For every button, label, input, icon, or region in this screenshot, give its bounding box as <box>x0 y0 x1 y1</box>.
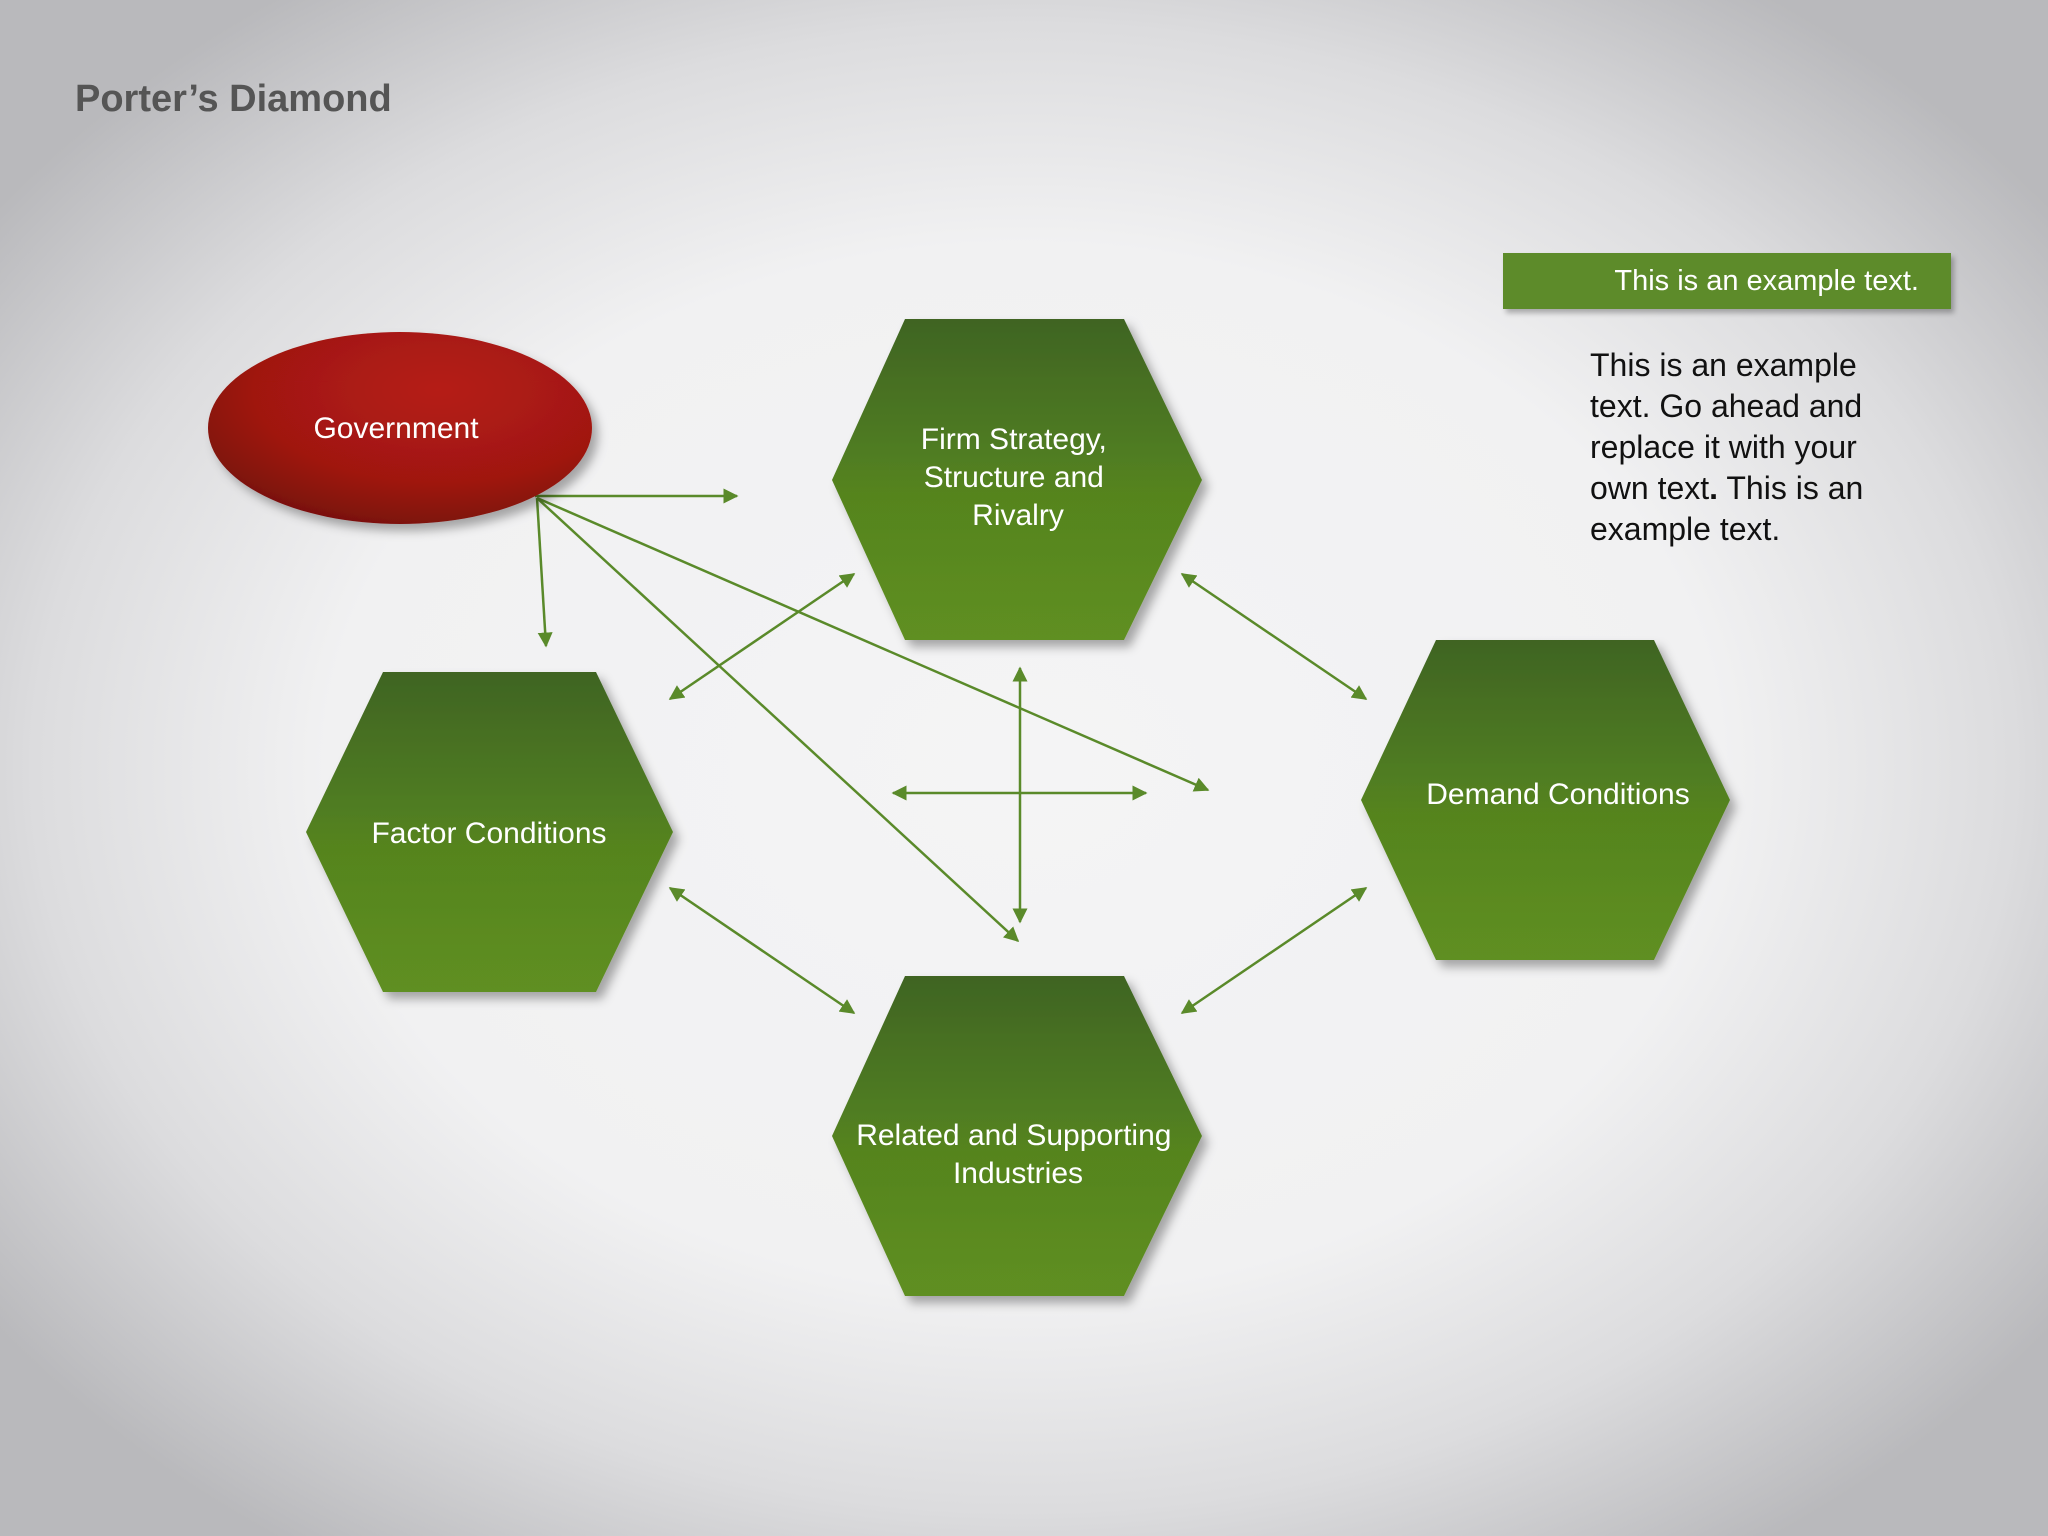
firm-strategy-node: Firm Strategy, Structure and Rivalry <box>832 319 1202 640</box>
arrow-related-demand <box>1180 886 1368 1015</box>
demand-conditions-label: Demand Conditions <box>1426 778 1689 811</box>
callout-body-text: This is an example text. Go ahead and re… <box>1590 345 1920 550</box>
arrow-government-to-demand <box>536 496 1210 792</box>
firm-strategy-label: Firm Strategy, Structure and Rivalry <box>921 423 1115 532</box>
arrow-factor-firm <box>668 572 856 701</box>
connector-arrows <box>535 488 1368 1015</box>
arrow-factor-related <box>668 886 856 1015</box>
callout-body-part1: This is an example text. Go ahead and re… <box>1590 347 1863 506</box>
page-title: Porter’s Diamond <box>75 78 392 120</box>
factor-conditions-node: Factor Conditions <box>306 672 673 992</box>
government-label: Government <box>313 412 479 445</box>
arrow-firm-demand <box>1180 572 1368 701</box>
factor-conditions-label: Factor Conditions <box>371 817 606 850</box>
callout-body-part2: This is an example text. <box>1590 470 1864 547</box>
government-node: Government <box>208 332 592 524</box>
callout-banner: This is an example text. <box>1503 253 1951 309</box>
related-industries-label: Related and Supporting Industries <box>856 1119 1180 1190</box>
related-industries-node: Related and Supporting Industries <box>832 976 1202 1296</box>
arrow-government-to-related <box>536 497 1020 943</box>
arrow-government-to-factor <box>535 497 553 648</box>
callout-body-dot: . <box>1709 470 1719 506</box>
demand-conditions-node: Demand Conditions <box>1361 640 1730 960</box>
